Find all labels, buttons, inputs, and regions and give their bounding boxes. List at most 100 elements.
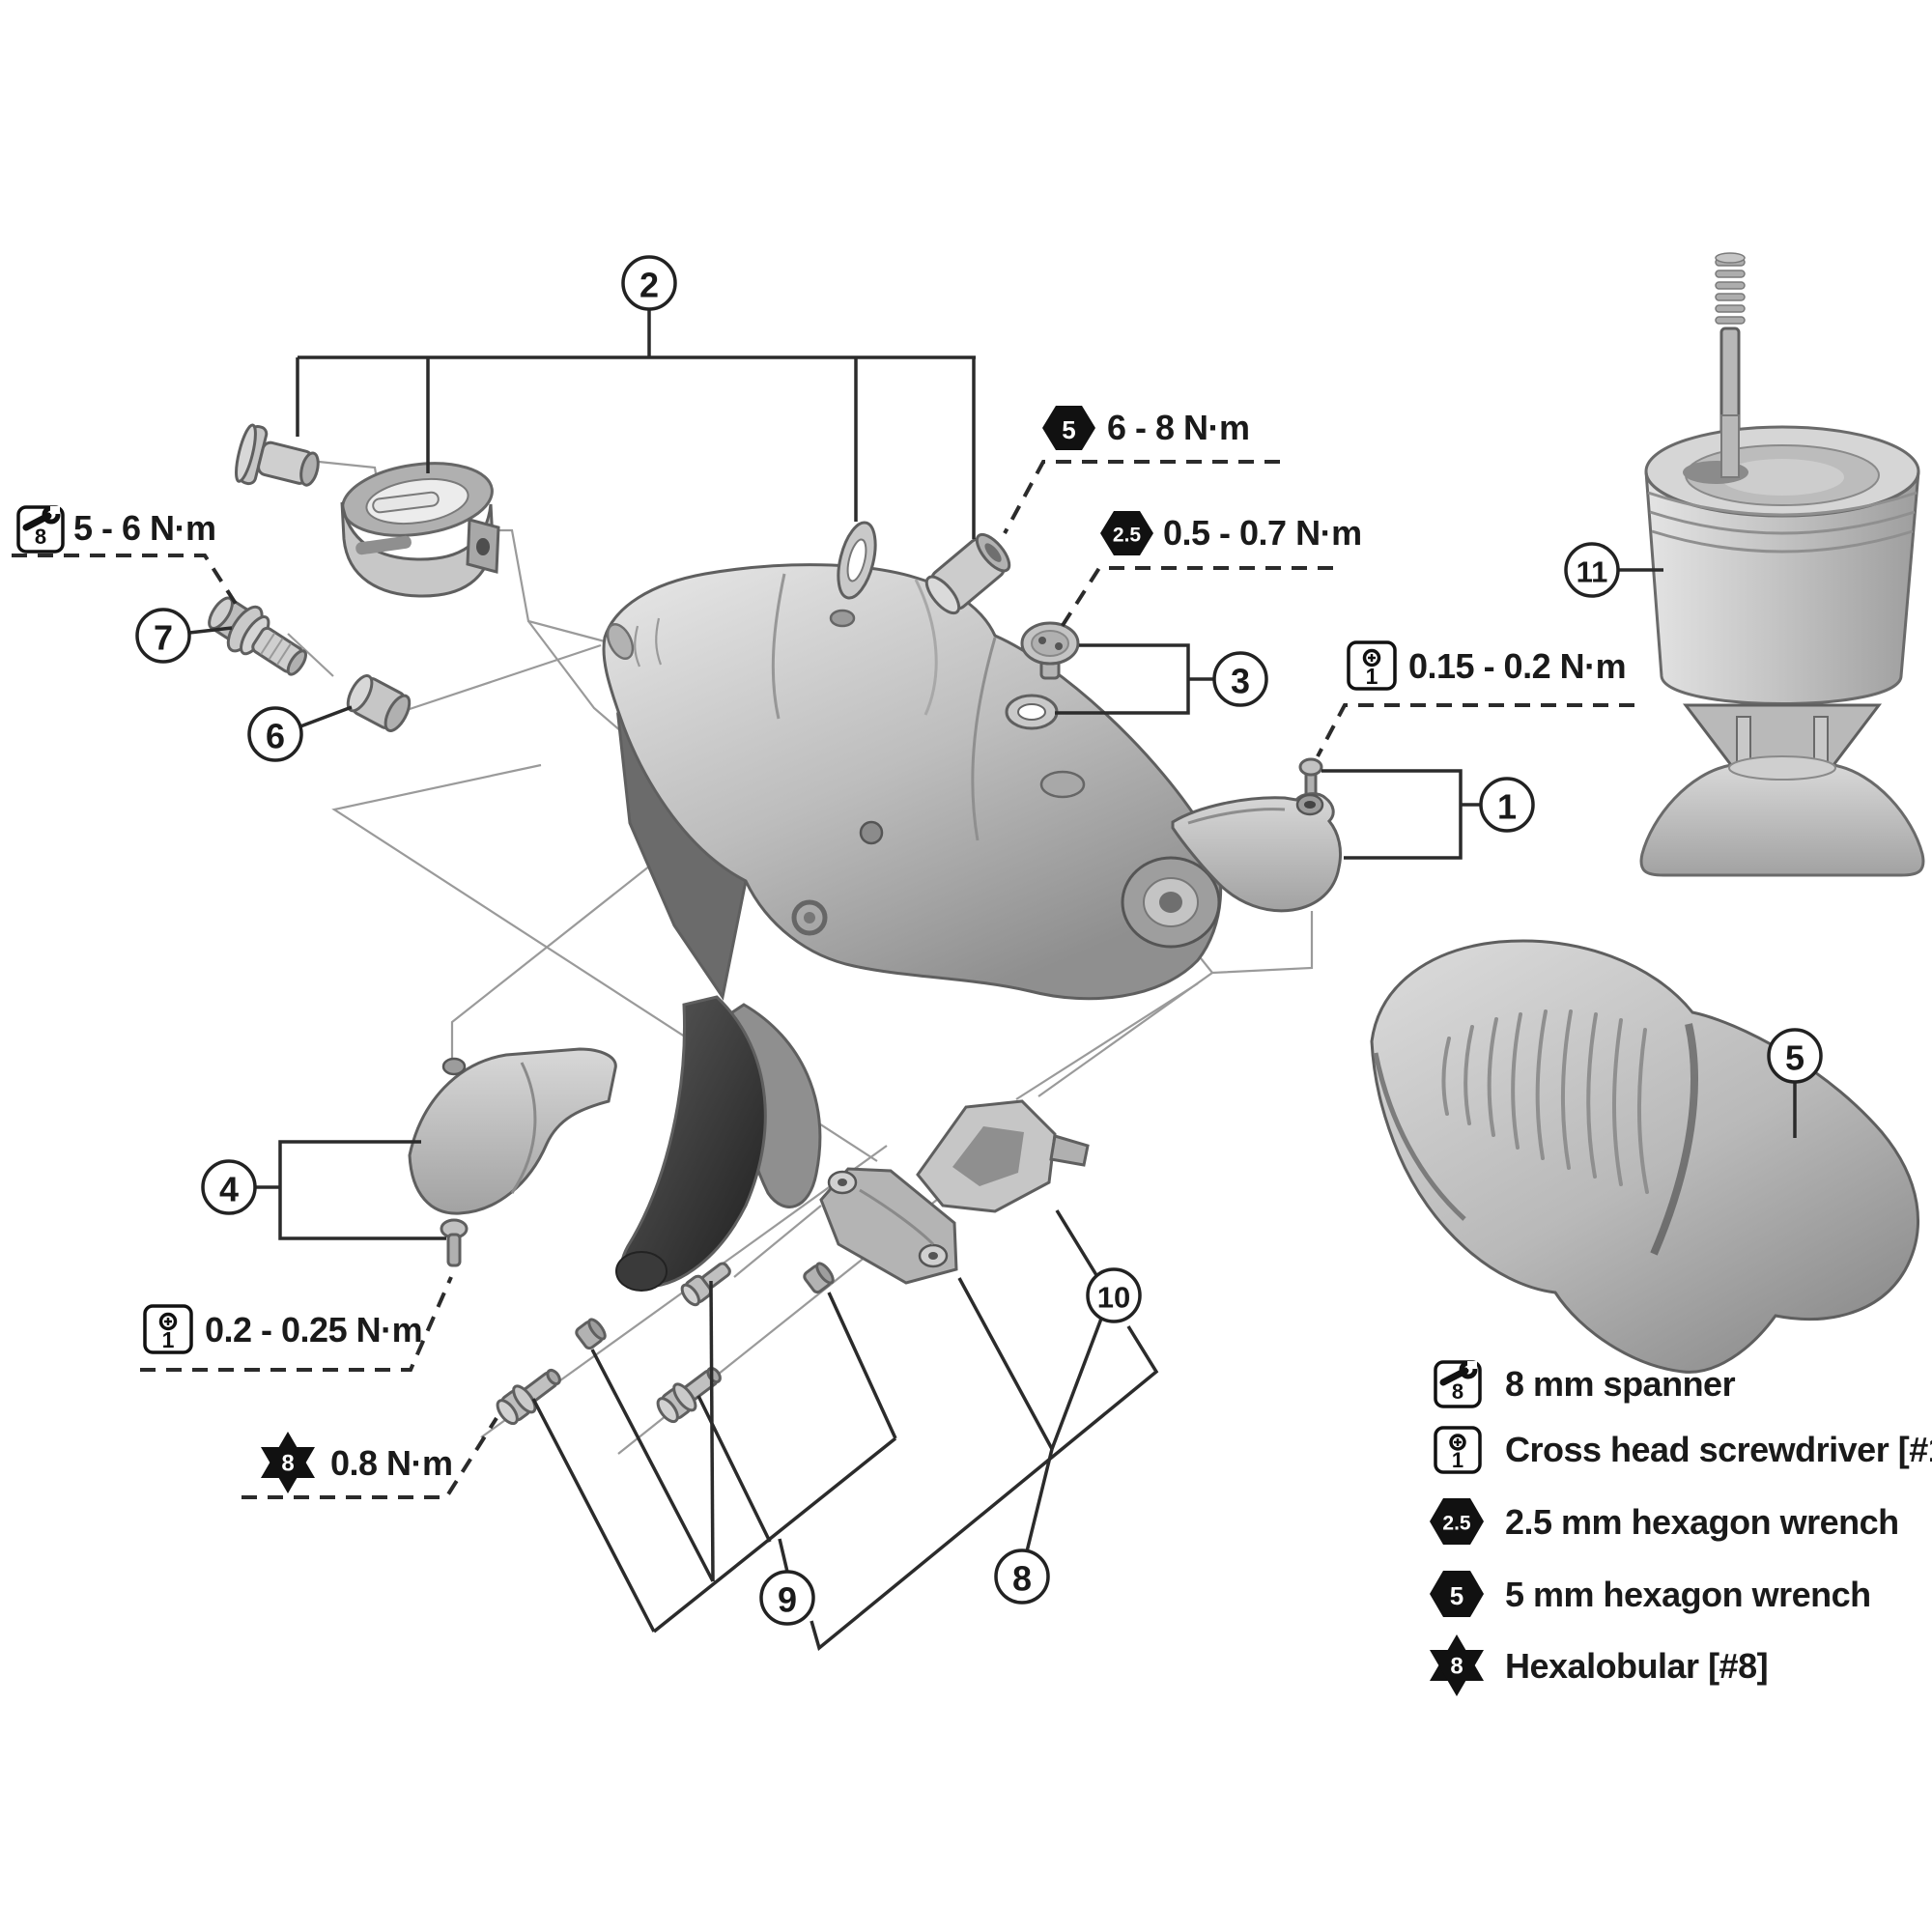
bleed-port-boss (1039, 770, 1086, 799)
brake-blade-tip (615, 1251, 668, 1292)
screwdriver-icon: 1 (1347, 640, 1397, 691)
dash-02-025-nm (140, 1276, 453, 1372)
barrel-ring-2 (655, 617, 663, 666)
callout-9-number: 9 (778, 1580, 797, 1620)
pivot-bolt-axis-line (287, 633, 334, 677)
legend-hex5-icon (1430, 1571, 1484, 1617)
clamp-bolt (235, 423, 320, 487)
torque-value-02-025: 0.2 - 0.25 N·m (205, 1310, 422, 1350)
torque-labels: 8 5 - 6 N·m 5 6 - 8 N·m 2.5 0.5 - 0.7 N·… (16, 406, 1627, 1493)
pivot-bolt (208, 596, 307, 676)
screwdriver-icon-2-number: 1 (162, 1327, 175, 1352)
switch-plate-leader-line (1015, 982, 1199, 1100)
name-plate-leader-line (450, 810, 720, 1061)
callout-7-number: 7 (154, 618, 173, 658)
callout-10: 10 (1086, 1267, 1142, 1323)
legend-hex5-number: 5 (1450, 1581, 1463, 1610)
legend-hex25-number: 2.5 (1442, 1513, 1471, 1535)
bracket-8-10 (810, 1209, 1159, 1652)
bleed-screw (1020, 621, 1080, 680)
callout-1-number: 1 (1497, 787, 1517, 827)
hood-grip-ribs (1441, 1009, 1649, 1194)
torque-label-hex25: 2.5 0.5 - 0.7 N·m (1100, 511, 1362, 555)
callout-7: 7 (135, 608, 191, 664)
spanner-icon: 8 (16, 505, 65, 554)
cap-axis-line (397, 643, 602, 715)
clamp-band-slot-upper (372, 491, 440, 514)
name-plate-screw (440, 1218, 469, 1267)
bracket-2 (296, 309, 976, 539)
callout-1: 1 (1479, 777, 1535, 833)
body-crease-3 (971, 637, 997, 841)
torque-leader-lines (12, 460, 1634, 1499)
legend-label-hex5: 5 mm hexagon wrench (1505, 1575, 1871, 1614)
legend-label-hexalobular: Hexalobular [#8] (1505, 1646, 1768, 1686)
torque-label-hexalobular: 8 0.8 N·m (261, 1432, 453, 1493)
pivot-center (804, 912, 815, 923)
pivot-ring (791, 899, 828, 936)
torque-label-spanner: 8 5 - 6 N·m (16, 505, 216, 554)
clamp-band-lug-hole (476, 538, 490, 555)
legend-row-hex5: 5 5 mm hexagon wrench (1430, 1571, 1871, 1617)
switch-unit (819, 1167, 958, 1285)
line-callout-7 (188, 626, 233, 635)
hex5-icon-number: 5 (1062, 415, 1075, 444)
fixing-nut-2 (803, 1262, 835, 1294)
dash-6-8-nm (1003, 460, 1280, 534)
switch-mount-plate (916, 1099, 1090, 1213)
legend-label-screwdriver: Cross head screwdriver [#1] (1505, 1430, 1932, 1469)
dash-015-02-nm (1316, 703, 1634, 757)
fixing-bolt-3 (680, 1262, 731, 1307)
callout-6: 6 (247, 706, 303, 762)
hood-opening-edge (1373, 1052, 1466, 1221)
line-callout-6 (299, 705, 353, 728)
callout-circles: 1 2 3 4 5 6 7 8 9 10 11 (135, 255, 1823, 1626)
fixing-bolt-2 (656, 1366, 722, 1424)
callout-9: 9 (759, 1570, 815, 1626)
hex25-icon-number: 2.5 (1113, 525, 1142, 547)
legend-row-screwdriver: 1 Cross head screwdriver [#1] (1434, 1426, 1932, 1474)
callout-5: 5 (1767, 1028, 1823, 1084)
bracket-4 (255, 1140, 446, 1240)
callout-3: 3 (1212, 651, 1268, 707)
callout-11-number: 11 (1577, 555, 1608, 589)
body-crease-1 (771, 573, 786, 720)
callout-6-number: 6 (266, 717, 285, 756)
torque-value-015-02: 0.15 - 0.2 N·m (1408, 646, 1626, 686)
body-crease-2 (914, 579, 938, 716)
torque-label-phillips-2: 1 0.2 - 0.25 N·m (143, 1304, 423, 1354)
clamp-cylinder-nut (924, 532, 1011, 615)
bleed-oring (1005, 694, 1059, 730)
callout-10-number: 10 (1097, 1281, 1130, 1315)
callout-2: 2 (621, 255, 677, 311)
fixing-bolt-1 (496, 1368, 561, 1426)
name-plate (408, 1047, 617, 1215)
body-top-screw (829, 609, 856, 628)
legend-row-spanner: 8 8 mm spanner (1434, 1360, 1736, 1408)
callout-8-number: 8 (1012, 1559, 1032, 1599)
hexalobular-icon-number: 8 (281, 1451, 294, 1477)
legend-hexalobular-number: 8 (1450, 1654, 1463, 1680)
torque-value-05-07: 0.5 - 0.7 N·m (1163, 513, 1362, 553)
callout-4: 4 (201, 1159, 257, 1215)
legend-screwdriver-icon: 1 (1434, 1426, 1482, 1474)
bolt-axis-line-3 (733, 1205, 822, 1278)
callout-4-number: 4 (219, 1170, 239, 1209)
fixing-nut-1 (575, 1318, 607, 1350)
shift-paddle (1171, 792, 1343, 913)
spanner-icon-number: 8 (35, 525, 46, 549)
hex25-icon (1100, 511, 1153, 555)
shift-paddle-leader-line-2 (1037, 972, 1213, 1097)
callout-3-number: 3 (1231, 662, 1250, 701)
hex5-icon (1042, 406, 1095, 450)
clamp-band-slot-lower (355, 535, 412, 555)
bracket-9 (531, 1280, 897, 1634)
funnel-plug-threads (1715, 252, 1746, 325)
clamp-washer (837, 521, 877, 600)
bracket-cover-hood (1370, 939, 1919, 1374)
callout-lines (188, 309, 1797, 1652)
barrel-tip-cap (606, 623, 635, 660)
bracket-3 (1055, 643, 1214, 715)
